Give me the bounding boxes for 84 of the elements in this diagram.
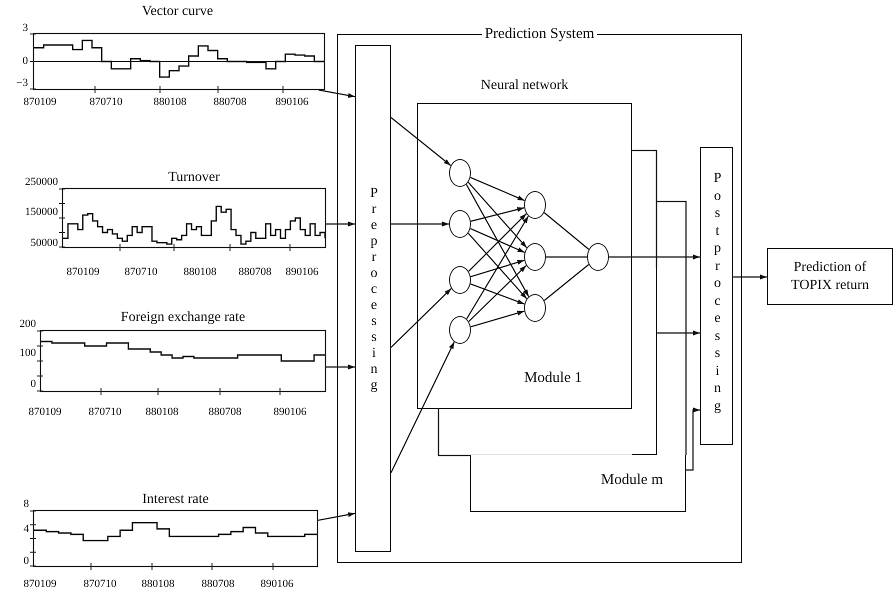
tick-label: 880108 — [142, 578, 174, 590]
connector-line — [544, 212, 590, 250]
arrow — [470, 228, 525, 253]
chart-title: Foreign exchange rate — [120, 310, 246, 326]
tick-label: 890106 — [286, 266, 318, 278]
tick-label: 890106 — [260, 578, 294, 590]
neuron-circle — [449, 316, 471, 344]
tick-label: 0 — [22, 55, 28, 67]
module-label: Module 1 — [524, 369, 582, 387]
arrow — [391, 222, 449, 226]
arrow — [390, 342, 455, 474]
tick-label: 200 — [20, 318, 36, 330]
module-label: Module m — [600, 471, 663, 489]
tick-label: 150000 — [25, 206, 58, 218]
neuron-circle — [524, 191, 546, 219]
module-box — [632, 268, 657, 455]
arrow — [326, 222, 355, 226]
system-boundary-box — [337, 26, 742, 563]
tick-label: 8 — [24, 498, 29, 510]
tick-label: 4 — [24, 523, 29, 535]
arrow — [390, 288, 452, 348]
chart-title: Turnover — [168, 170, 220, 186]
connector-line — [544, 264, 590, 301]
output-box — [767, 248, 893, 305]
tick-label: 870109 — [24, 96, 56, 108]
neuron-circle — [449, 159, 471, 187]
tick-label: 0 — [30, 378, 36, 390]
tick-label: 890106 — [274, 406, 306, 418]
processing-bar — [355, 45, 391, 552]
arrow — [326, 364, 355, 370]
neuron-circle — [524, 243, 546, 271]
chart-title: Vector curve — [142, 4, 214, 20]
arrow — [470, 310, 524, 328]
tick-label: 880708 — [238, 266, 272, 278]
tick-label: 250000 — [25, 176, 58, 188]
tick-label: 50000 — [30, 237, 58, 249]
tick-label: 870109 — [28, 406, 62, 418]
vertical-label: Postprocessing — [714, 170, 722, 415]
neuron-circle — [449, 210, 471, 238]
arrow — [609, 254, 700, 260]
tick-label: −3 — [16, 77, 28, 89]
connector-line — [546, 256, 587, 258]
arrow — [466, 184, 530, 297]
arrow — [318, 512, 356, 521]
tick-label: 880108 — [154, 96, 186, 108]
arrow — [733, 274, 767, 280]
tick-label: 870109 — [66, 266, 100, 278]
tick-label: 870710 — [84, 578, 116, 590]
arrow — [468, 232, 528, 300]
processing-bar — [700, 147, 733, 445]
tick-label: 870710 — [90, 96, 122, 108]
node-label: Prediction of TOPIX return — [790, 258, 870, 294]
arrow — [466, 216, 529, 320]
box-heading: Prediction System — [482, 26, 598, 42]
arrow — [470, 207, 524, 222]
tick-label: 870710 — [124, 266, 158, 278]
tick-label: 870109 — [24, 578, 56, 590]
arrow — [686, 408, 700, 471]
arrow — [318, 89, 356, 98]
neuron-circle — [449, 266, 471, 294]
tick-label: 880708 — [202, 578, 234, 590]
module-box — [417, 78, 632, 409]
neuron-circle — [524, 294, 546, 322]
arrow — [470, 260, 524, 278]
arrow — [468, 182, 528, 248]
chart-title: Interest rate — [142, 492, 209, 508]
tick-label: 890106 — [276, 96, 308, 108]
arrow — [657, 330, 700, 336]
tick-label: 880108 — [184, 266, 216, 278]
arrow — [470, 176, 525, 202]
tick-label: 100 — [20, 347, 36, 359]
tick-label: 870710 — [88, 406, 122, 418]
tick-label: 880708 — [208, 406, 242, 418]
arrow — [470, 283, 525, 305]
tick-label: 3 — [22, 22, 28, 34]
tick-label: 0 — [24, 555, 29, 567]
neuron-circle — [587, 243, 609, 271]
arrow — [390, 117, 452, 166]
tick-label: 880108 — [146, 406, 178, 418]
arrow — [468, 213, 527, 272]
tick-label: 880708 — [214, 96, 246, 108]
arrow — [468, 265, 527, 322]
vertical-label: Preprocessing — [370, 186, 378, 394]
module-box — [470, 455, 686, 512]
